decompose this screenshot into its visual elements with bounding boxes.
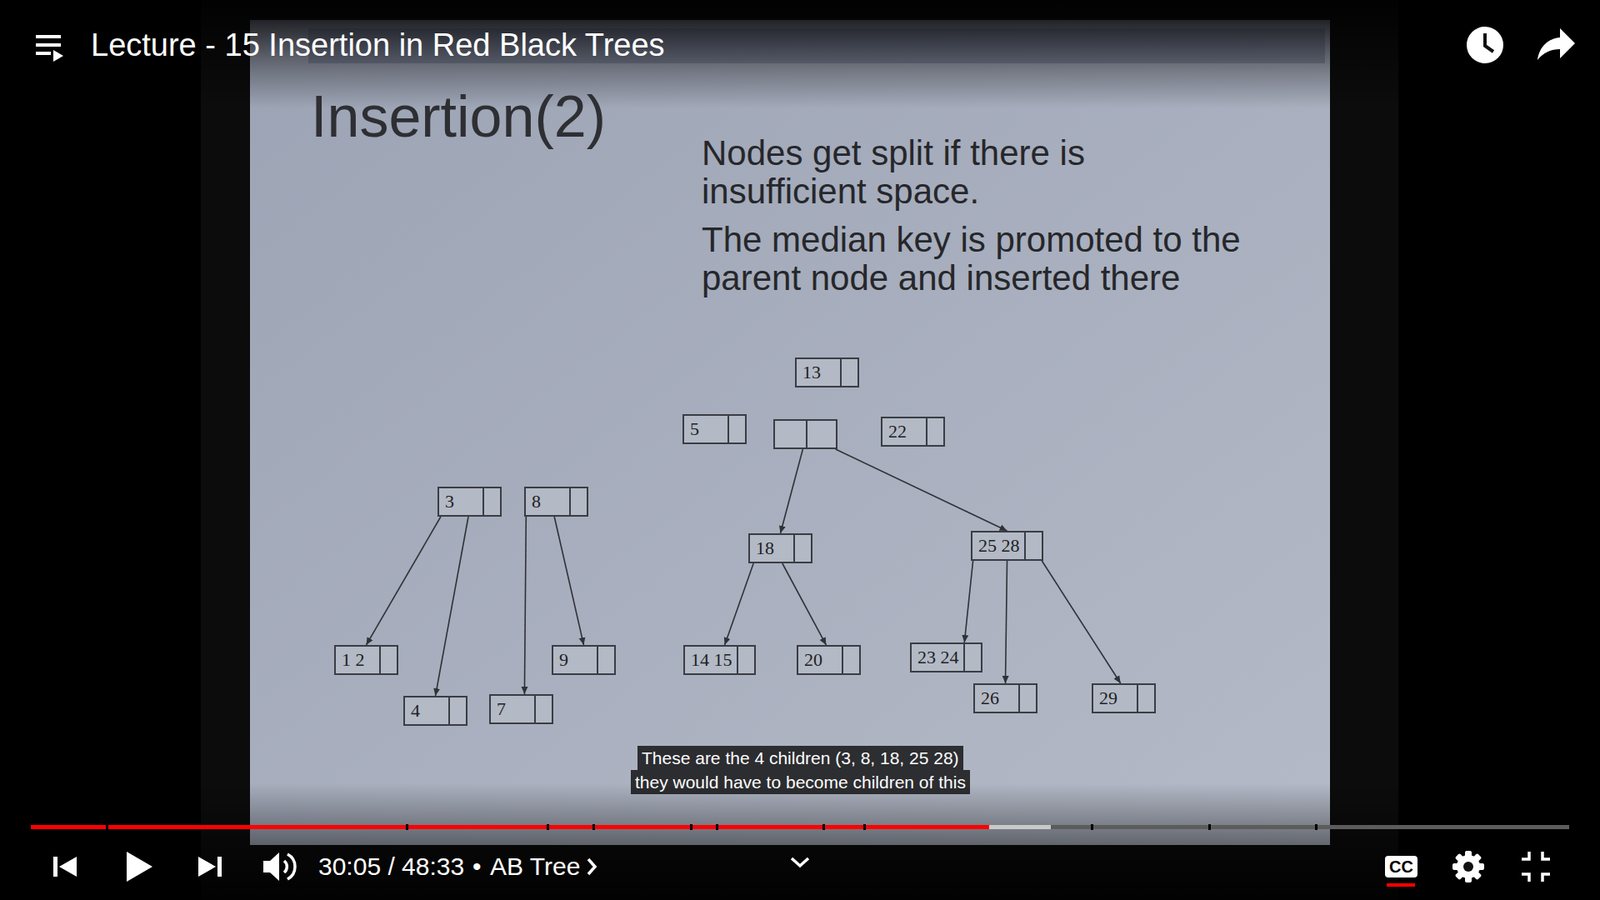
key-node: 18 (748, 533, 813, 564)
key-node: 5 (682, 414, 747, 445)
key-node: 3 (437, 486, 502, 517)
child-pointer (725, 563, 755, 645)
child-pointer (435, 516, 470, 696)
node-key: 9 (553, 646, 569, 674)
key-node: 20 (796, 645, 861, 675)
share-icon (1537, 28, 1575, 60)
key-node: 13 (795, 357, 860, 388)
pointer-divider (379, 646, 381, 674)
slide (250, 20, 1330, 845)
chapter-title: AB Tree (490, 851, 580, 882)
pointer-divider (534, 695, 536, 723)
node-key: 5 (684, 415, 700, 443)
pointer-divider (1136, 685, 1139, 712)
pointer-divider (1018, 685, 1020, 712)
pointer-divider (805, 420, 808, 448)
node-key: 29 (1093, 685, 1118, 712)
key-node: 7 (489, 694, 554, 725)
player-controls (53, 851, 280, 882)
pointer-divider (596, 646, 599, 674)
node-key: 22 (882, 418, 907, 445)
key-node: 4 (403, 695, 468, 726)
key-node: 14 15 (683, 645, 756, 675)
pointer-divider (448, 697, 450, 725)
separator-dot: • (472, 851, 482, 882)
child-pointer (366, 516, 441, 645)
key-node: 23 24 (910, 642, 983, 673)
pointer-divider (793, 535, 795, 562)
child-pointer (964, 560, 973, 643)
cc-active-bar (1386, 883, 1415, 887)
child-pointer (782, 563, 827, 645)
captions-button: CC (1385, 855, 1418, 878)
pointer-divider (727, 415, 730, 443)
node-key: 26 (975, 685, 1000, 712)
child-pointer (1041, 560, 1120, 684)
pointer-divider (569, 488, 571, 515)
playlist-icon (35, 35, 64, 62)
node-key: 20 (798, 646, 823, 674)
child-pointer (524, 516, 526, 695)
control-strokes (284, 851, 1550, 882)
subtitle-line: These are the 4 children (3, 8, 18, 25 2… (637, 745, 964, 770)
slide-note: The median key is promoted to the parent… (701, 220, 1249, 298)
pointer-divider (736, 646, 739, 674)
pointer-divider (963, 644, 965, 671)
child-pointer (1005, 560, 1008, 684)
settings-gear (1452, 850, 1485, 883)
key-node: 1 2 (334, 645, 399, 675)
node-key: 13 (796, 359, 821, 386)
key-node: 9 (551, 645, 616, 675)
child-pointer (780, 449, 804, 534)
slide-title: Insertion(2) (310, 83, 606, 150)
child-pointer (835, 449, 1008, 531)
slide-note: Nodes get split if there is insufficient… (701, 134, 1249, 211)
video-title: Lecture - 15 Insertion in Red Black Tree… (90, 26, 665, 64)
subtitle-line: they would have to become children of th… (630, 770, 970, 795)
pointer-divider (841, 646, 844, 674)
pointer-divider (925, 418, 928, 445)
progress-bar (30, 824, 1570, 830)
pointer-divider (1024, 532, 1026, 560)
node-key: 25 28 (972, 532, 1020, 560)
pointer-divider (840, 359, 842, 386)
child-pointer (554, 516, 584, 645)
pointer-divider (482, 488, 485, 515)
key-node: 25 28 (970, 530, 1044, 561)
node-key: 1 2 (335, 646, 365, 674)
key-node: 8 (524, 486, 589, 517)
key-node: 22 (880, 416, 945, 447)
key-node: 29 (1091, 683, 1156, 714)
node-key: 14 15 (685, 646, 733, 674)
node-key: 18 (750, 535, 775, 562)
node-key: 8 (525, 488, 541, 515)
node-key: 4 (405, 697, 420, 725)
node-key: 3 (439, 488, 455, 515)
video-frame-bg (200, 0, 1399, 900)
time-display: 30:05 / 48:33 (318, 851, 465, 882)
node-key: 23 24 (911, 644, 960, 671)
key-node: 26 (973, 683, 1038, 714)
key-node (773, 419, 838, 450)
watch-later-icon (1466, 26, 1504, 64)
node-key: 7 (490, 695, 506, 723)
